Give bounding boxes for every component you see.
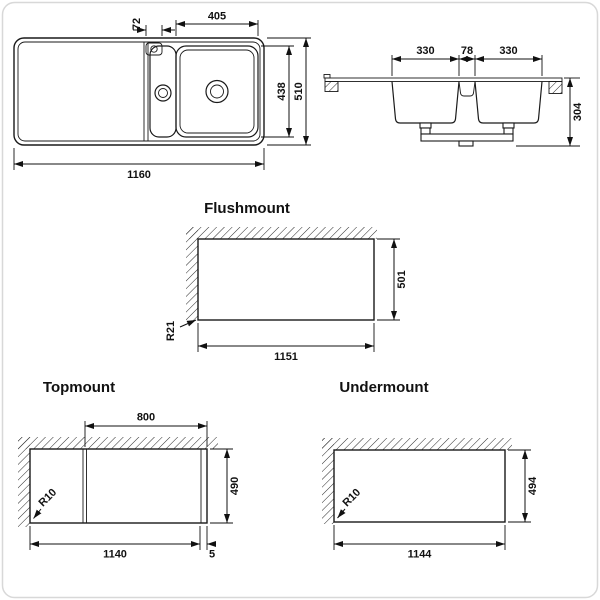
half-bowl-drain bbox=[154, 84, 172, 102]
sink-rim-inner bbox=[17, 41, 261, 142]
dim-label-510: 510 bbox=[293, 82, 305, 100]
dim-label-490: 490 bbox=[229, 477, 241, 495]
dim-corner-radius: R21 bbox=[165, 319, 197, 341]
dim-label-800: 800 bbox=[137, 412, 155, 424]
dim-label-78: 78 bbox=[461, 45, 473, 57]
flushmount-title: Flushmount bbox=[204, 200, 290, 217]
topmount-view: Topmount 800 R10 490 bbox=[18, 379, 241, 561]
sink-rim-outline bbox=[29, 448, 208, 524]
sink-rim-profile bbox=[324, 77, 563, 82]
dim-overall-height: 304 bbox=[516, 77, 584, 147]
radius-leader bbox=[33, 508, 42, 519]
dim-corner-radius: R10 bbox=[337, 486, 363, 519]
flushmount-view: Flushmount 501 R21 1151 bbox=[165, 200, 408, 363]
dim-inner-depth: 438 bbox=[261, 45, 294, 138]
half-bowl-drain-inner bbox=[158, 88, 168, 98]
dim-overall-width: 1160 bbox=[13, 148, 265, 181]
counter-hatch-left-border bbox=[324, 81, 339, 92]
dim-label-1144: 1144 bbox=[408, 549, 433, 561]
tap-platform bbox=[145, 42, 163, 56]
dim-label-r10: R10 bbox=[340, 486, 363, 509]
dim-label-r21: R21 bbox=[165, 321, 177, 341]
topmount-title: Topmount bbox=[43, 379, 115, 396]
section-view: 330 78 330 304 bbox=[323, 45, 584, 147]
dim-bowl-width: 405 bbox=[175, 11, 259, 36]
sink-outline bbox=[13, 37, 265, 146]
undermount-view: Undermount R10 494 1144 bbox=[322, 379, 539, 561]
dim-label-405: 405 bbox=[208, 11, 226, 23]
bowl-divider-profile bbox=[458, 81, 476, 97]
right-bowl-profile bbox=[474, 81, 543, 124]
dim-label-501: 501 bbox=[396, 270, 408, 288]
drainboard-lip bbox=[323, 74, 331, 79]
dim-cutout-depth: 494 bbox=[508, 449, 539, 523]
dim-cutout-width: 1140 5 bbox=[29, 526, 216, 561]
counter-hatch-left bbox=[322, 438, 334, 524]
main-bowl-drain bbox=[205, 79, 229, 104]
dim-label-330-left: 330 bbox=[416, 45, 434, 57]
radius-leader bbox=[337, 508, 346, 519]
dim-cutout-width: 1151 bbox=[197, 323, 375, 363]
waste-outlet bbox=[458, 140, 474, 147]
dim-label-330-right: 330 bbox=[499, 45, 517, 57]
dim-label-304: 304 bbox=[572, 102, 584, 121]
dim-label-72: 72 bbox=[131, 18, 143, 30]
counter-hatch-top bbox=[18, 437, 218, 449]
dim-label-1140: 1140 bbox=[103, 549, 127, 561]
tap-hole bbox=[150, 45, 158, 53]
main-bowl bbox=[175, 45, 259, 138]
dim-label-5: 5 bbox=[209, 549, 215, 561]
counter-hatch-top bbox=[186, 227, 377, 239]
dim-cutout-width: 1144 bbox=[333, 525, 506, 561]
radius-leader bbox=[179, 319, 197, 328]
counter-hatch-left bbox=[186, 227, 198, 322]
undermount-title: Undermount bbox=[339, 379, 428, 396]
dim-corner-radius: R10 bbox=[33, 486, 59, 519]
dim-overall-depth: 510 bbox=[267, 37, 311, 146]
dim-bowl-section: 800 bbox=[84, 412, 208, 447]
counter-hatch-right bbox=[549, 81, 562, 94]
main-bowl-inner bbox=[179, 49, 255, 134]
waste-pipe bbox=[420, 133, 514, 142]
counter-hatch-right-border bbox=[548, 81, 563, 94]
cutout-outline bbox=[333, 449, 506, 523]
dim-tap-hole: 72 bbox=[131, 18, 175, 36]
dim-label-1151: 1151 bbox=[274, 351, 298, 363]
counter-hatch-top bbox=[322, 438, 512, 450]
dim-cutout-depth: 490 bbox=[210, 448, 241, 524]
dim-label-1160: 1160 bbox=[127, 169, 151, 181]
left-drain-fitting bbox=[419, 122, 432, 129]
right-drain-fitting bbox=[502, 122, 515, 129]
dim-cutout-depth: 501 bbox=[377, 238, 408, 321]
counter-hatch-left bbox=[325, 81, 338, 92]
dim-bowl-spacing: 330 78 330 bbox=[391, 45, 543, 76]
half-bowl bbox=[149, 45, 177, 138]
cutout-outline bbox=[197, 238, 375, 321]
dim-label-494: 494 bbox=[527, 476, 539, 495]
main-bowl-drain-inner bbox=[210, 84, 224, 99]
dim-label-438: 438 bbox=[276, 82, 288, 100]
dim-label-r10: R10 bbox=[36, 486, 59, 509]
left-drain-pipe bbox=[420, 127, 431, 135]
left-bowl-profile bbox=[391, 81, 460, 124]
right-drain-pipe bbox=[503, 127, 514, 135]
top-view: 405 72 438 510 1160 bbox=[13, 11, 311, 181]
counter-hatch-left bbox=[18, 437, 30, 527]
